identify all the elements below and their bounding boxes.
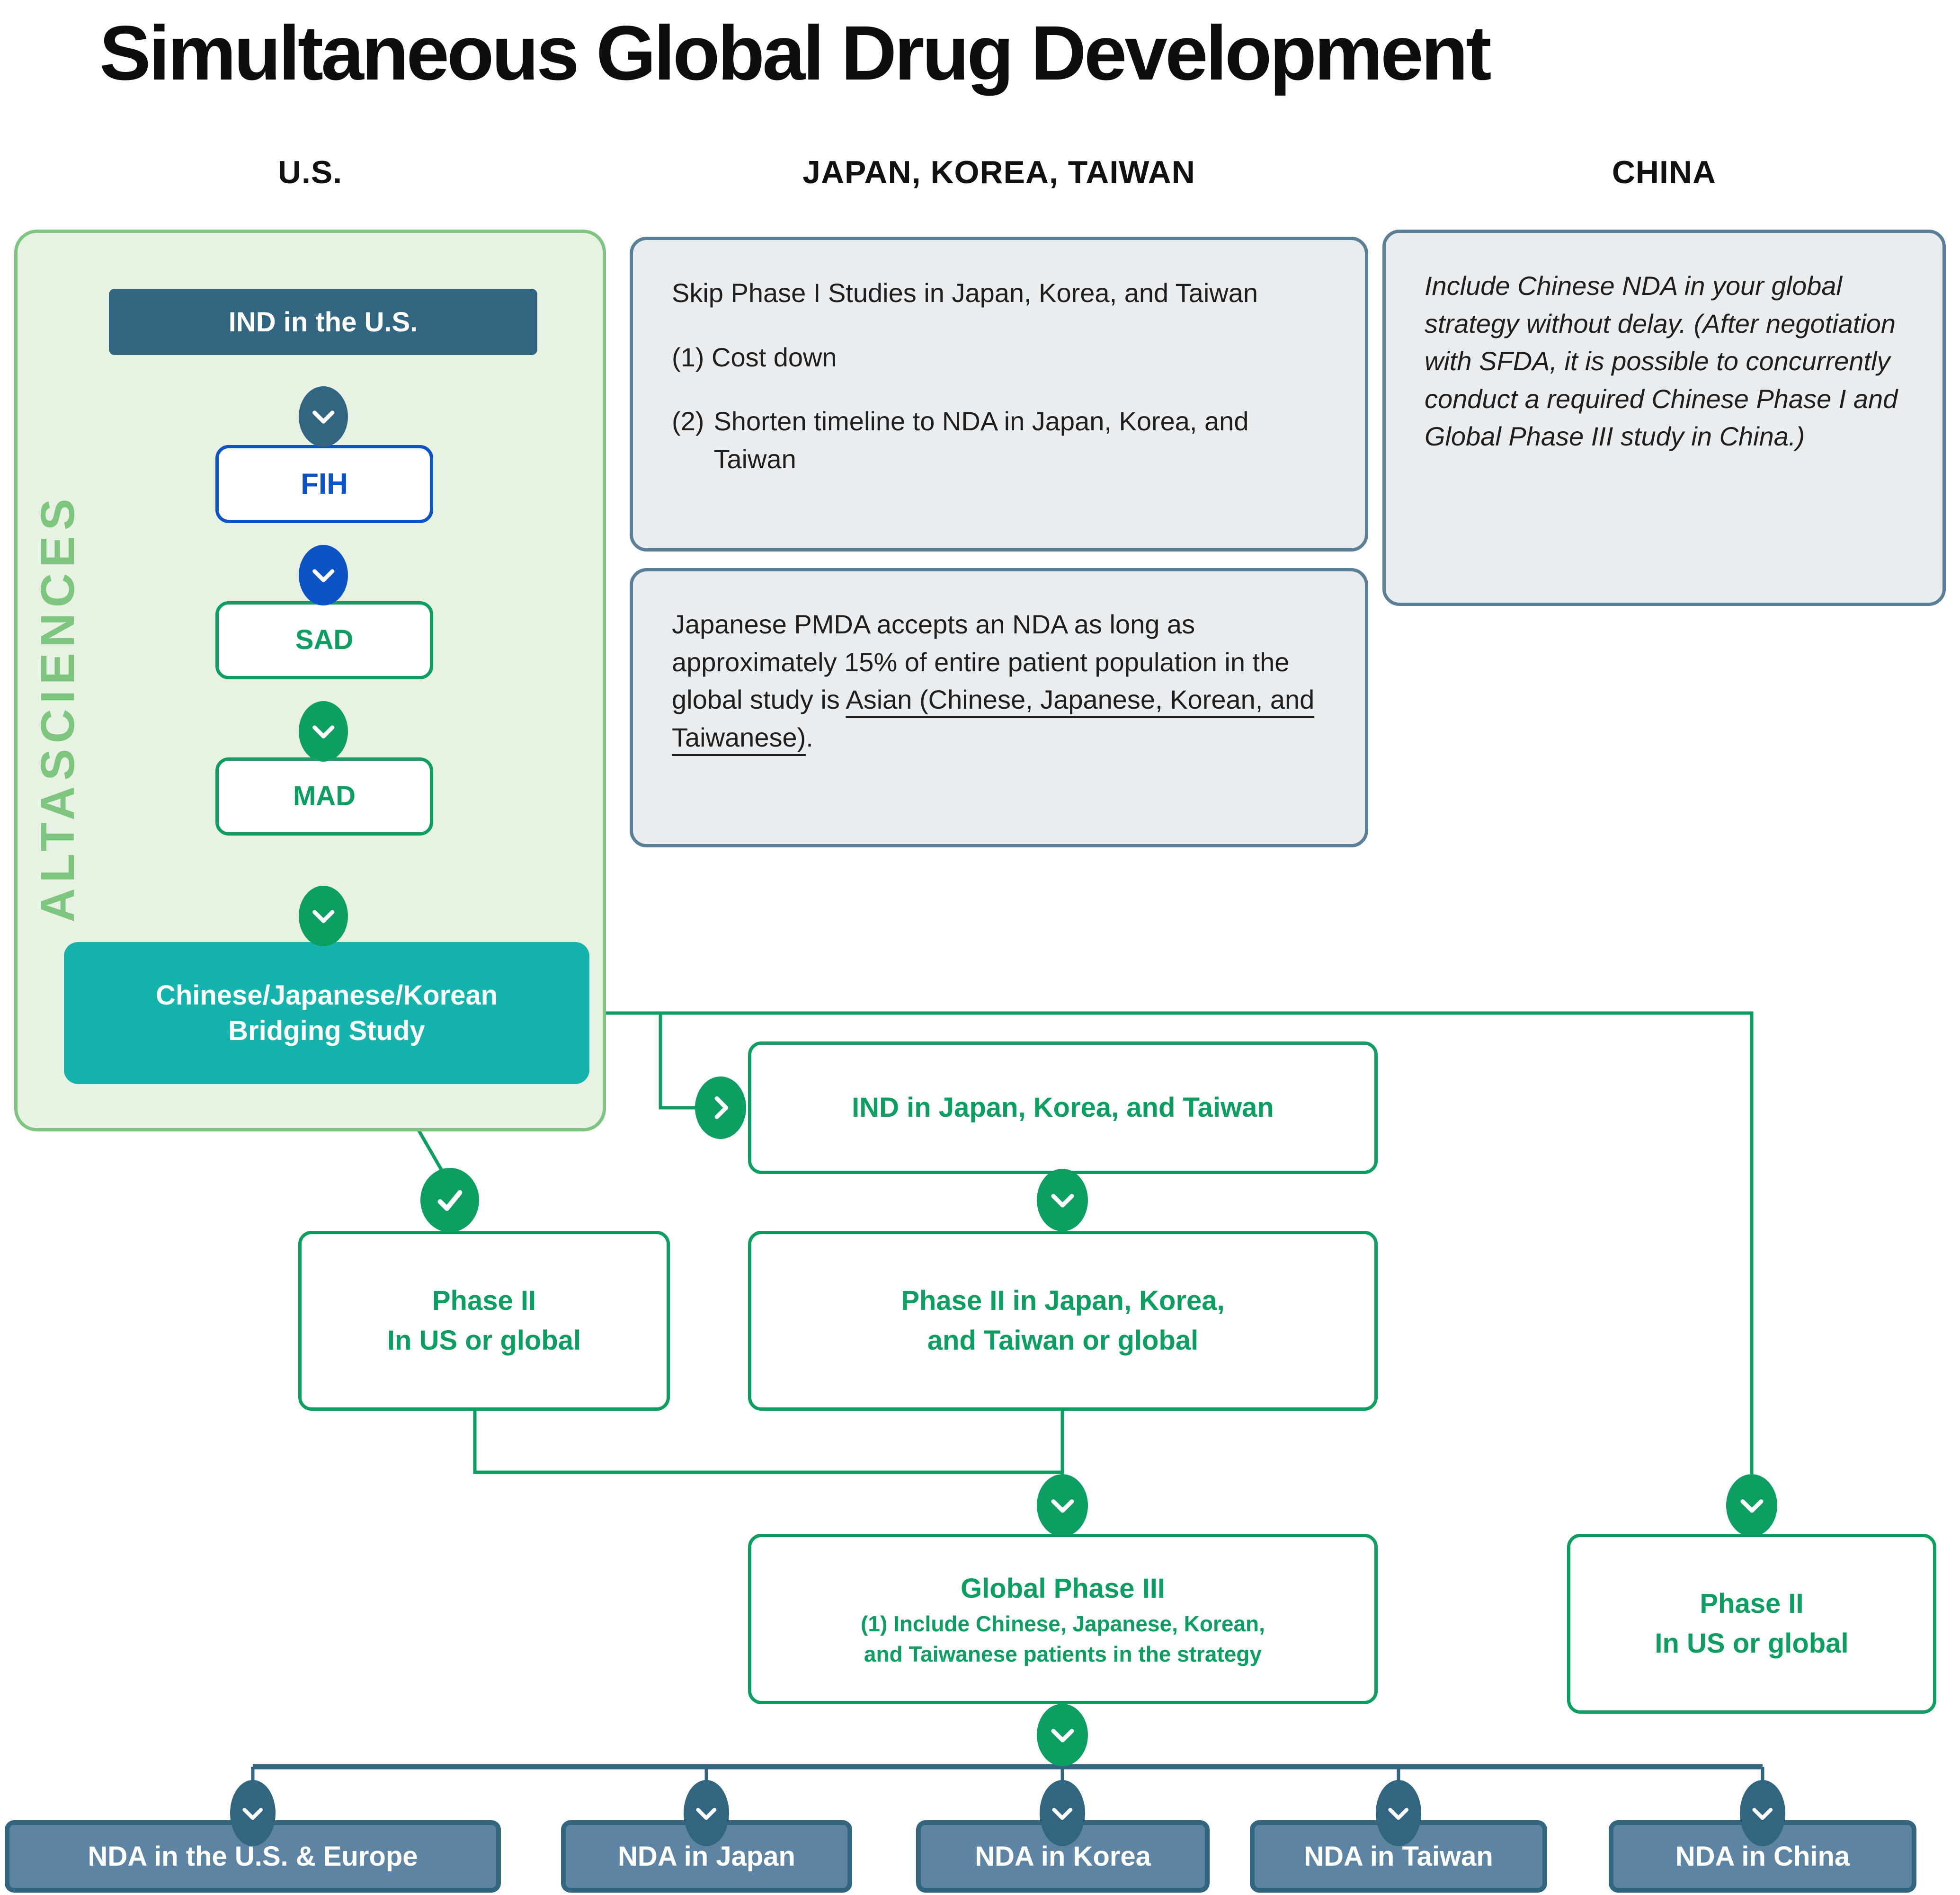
node-mad: MAD	[215, 757, 433, 836]
node-global-phase3: Global Phase III (1) Include Chinese, Ja…	[748, 1534, 1378, 1704]
global-phase3-caption-line1: (1) Include Chinese, Japanese, Korean,	[861, 1611, 1265, 1636]
pmda-text-after: .	[806, 722, 813, 752]
item2-number: (2)	[672, 406, 704, 436]
chevron-down-icon	[1740, 1780, 1785, 1846]
node-fih: FIH	[215, 445, 433, 523]
chevron-down-icon	[1726, 1474, 1777, 1537]
check-icon	[420, 1168, 479, 1232]
chevron-right-icon	[695, 1077, 746, 1139]
node-nda-taiwan: NDA in Taiwan	[1250, 1820, 1547, 1893]
skip-phase1-heading: Skip Phase I Studies in Japan, Korea, an…	[672, 278, 1258, 308]
bridging-study-line1: Chinese/Japanese/Korean	[155, 979, 498, 1011]
column-header-japan-korea-taiwan: JAPAN, KOREA, TAIWAN	[802, 154, 1195, 190]
phase2-china-line1: Phase II	[1700, 1588, 1804, 1619]
column-header-us: U.S.	[277, 154, 343, 190]
info-box-china-note: Include Chinese NDA in your global strat…	[1382, 230, 1946, 606]
phase2-us-line1: Phase II	[432, 1285, 536, 1316]
node-bridging-study: Chinese/Japanese/Korean Bridging Study	[64, 942, 589, 1084]
page-title: Simultaneous Global Drug Development	[99, 9, 1492, 96]
phase2-us-line2: In US or global	[387, 1325, 581, 1356]
chevron-down-icon	[299, 386, 348, 447]
chevron-down-icon	[299, 701, 348, 762]
node-ind-us: IND in the U.S.	[109, 289, 537, 355]
column-header-china: CHINA	[1612, 154, 1717, 190]
china-note-text: Include Chinese NDA in your global strat…	[1425, 271, 1898, 452]
chevron-down-icon	[684, 1780, 729, 1846]
altasciences-watermark: ALTASCIENCES	[31, 493, 84, 923]
chevron-down-icon	[299, 545, 348, 605]
global-phase3-caption-line2: and Taiwanese patients in the strategy	[864, 1642, 1262, 1667]
chevron-down-icon	[1037, 1704, 1088, 1766]
pmda-text: Japanese PMDA accepts an NDA as long as …	[672, 605, 1326, 756]
chevron-down-icon	[1376, 1780, 1421, 1846]
chevron-down-icon	[299, 886, 348, 946]
chevron-down-icon	[1037, 1169, 1088, 1231]
node-phase2-china: Phase II In US or global	[1567, 1534, 1936, 1714]
node-ind-japan-korea-taiwan: IND in Japan, Korea, and Taiwan	[748, 1041, 1378, 1174]
chevron-down-icon	[1037, 1474, 1088, 1537]
node-sad: SAD	[215, 601, 433, 679]
node-phase2-us: Phase II In US or global	[298, 1231, 670, 1411]
phase2-china-line2: In US or global	[1655, 1628, 1849, 1659]
phase2-jkt-line2: and Taiwan or global	[927, 1325, 1199, 1356]
global-phase3-title: Global Phase III	[961, 1573, 1165, 1604]
pmda-text-before: Japanese PMDA accepts an NDA as long as …	[672, 609, 1290, 715]
pmda-text-underlined: Asian (Chinese, Japanese, Korean, and Ta…	[672, 685, 1315, 752]
info-box-pmda: Japanese PMDA accepts an NDA as long as …	[630, 568, 1368, 847]
skip-phase1-item1: (1) Cost down	[672, 342, 837, 372]
bridging-study-line2: Bridging Study	[228, 1015, 425, 1046]
node-phase2-japan-korea-taiwan: Phase II in Japan, Korea, and Taiwan or …	[748, 1231, 1378, 1411]
chevron-down-icon	[1040, 1780, 1085, 1846]
item2-text: Shorten timeline to NDA in Japan, Korea,…	[713, 406, 1249, 474]
phase2-jkt-line1: Phase II in Japan, Korea,	[901, 1285, 1225, 1316]
info-box-skip-phase1: Skip Phase I Studies in Japan, Korea, an…	[630, 237, 1368, 552]
chevron-down-icon	[230, 1780, 276, 1846]
skip-phase1-item2: (2) Shorten timeline to NDA in Japan, Kor…	[672, 402, 1326, 478]
